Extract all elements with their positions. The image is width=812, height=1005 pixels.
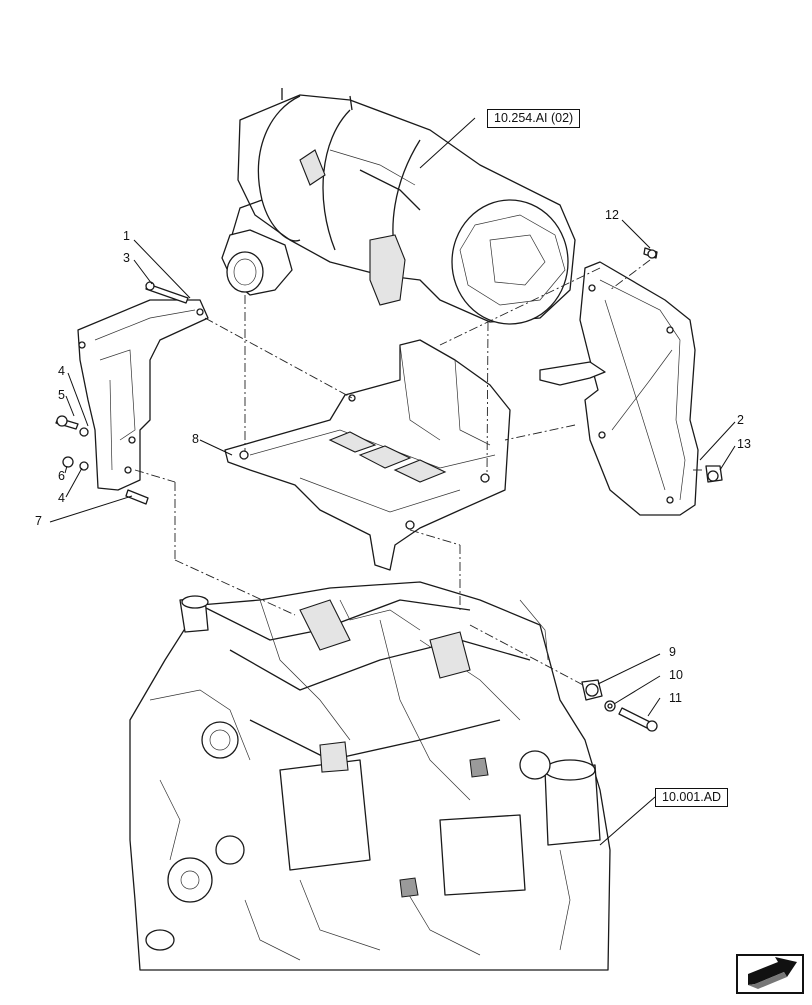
bolt-item-12 bbox=[643, 247, 658, 259]
bolt-item-5 bbox=[55, 415, 89, 437]
callout-4a: 4 bbox=[58, 364, 65, 378]
reference-box-bottom[interactable]: 10.001.AD bbox=[655, 788, 729, 807]
reference-box-top[interactable]: 10.254.AI (02) bbox=[487, 109, 581, 128]
fitting-item-9 bbox=[581, 679, 603, 701]
callout-2: 2 bbox=[737, 413, 744, 427]
callout-12: 12 bbox=[605, 208, 619, 222]
callout-3: 3 bbox=[123, 251, 130, 265]
nut-item-6 bbox=[62, 456, 89, 471]
callout-5: 5 bbox=[58, 388, 65, 402]
engine-assembly bbox=[129, 581, 611, 971]
assembly-centerlines bbox=[134, 259, 702, 687]
leader-lines bbox=[49, 117, 736, 846]
mounting-bracket-right bbox=[539, 261, 699, 516]
bolt-item-11 bbox=[618, 707, 658, 732]
washer-item-10 bbox=[604, 700, 616, 712]
callout-8: 8 bbox=[192, 432, 199, 446]
callout-7: 7 bbox=[35, 514, 42, 528]
callout-9: 9 bbox=[669, 645, 676, 659]
callout-10: 10 bbox=[669, 668, 683, 682]
fitting-item-13 bbox=[705, 465, 723, 483]
stud-item-7 bbox=[125, 489, 149, 505]
support-tray bbox=[224, 339, 511, 571]
callout-13: 13 bbox=[737, 437, 751, 451]
mounting-bracket-left bbox=[77, 299, 209, 491]
callout-4b: 4 bbox=[58, 491, 65, 505]
callout-11: 11 bbox=[669, 691, 682, 705]
exhaust-aftertreatment-canister bbox=[221, 88, 576, 325]
callout-6: 6 bbox=[58, 469, 65, 483]
next-page-arrow-icon[interactable] bbox=[736, 954, 804, 994]
callout-1: 1 bbox=[123, 229, 130, 243]
